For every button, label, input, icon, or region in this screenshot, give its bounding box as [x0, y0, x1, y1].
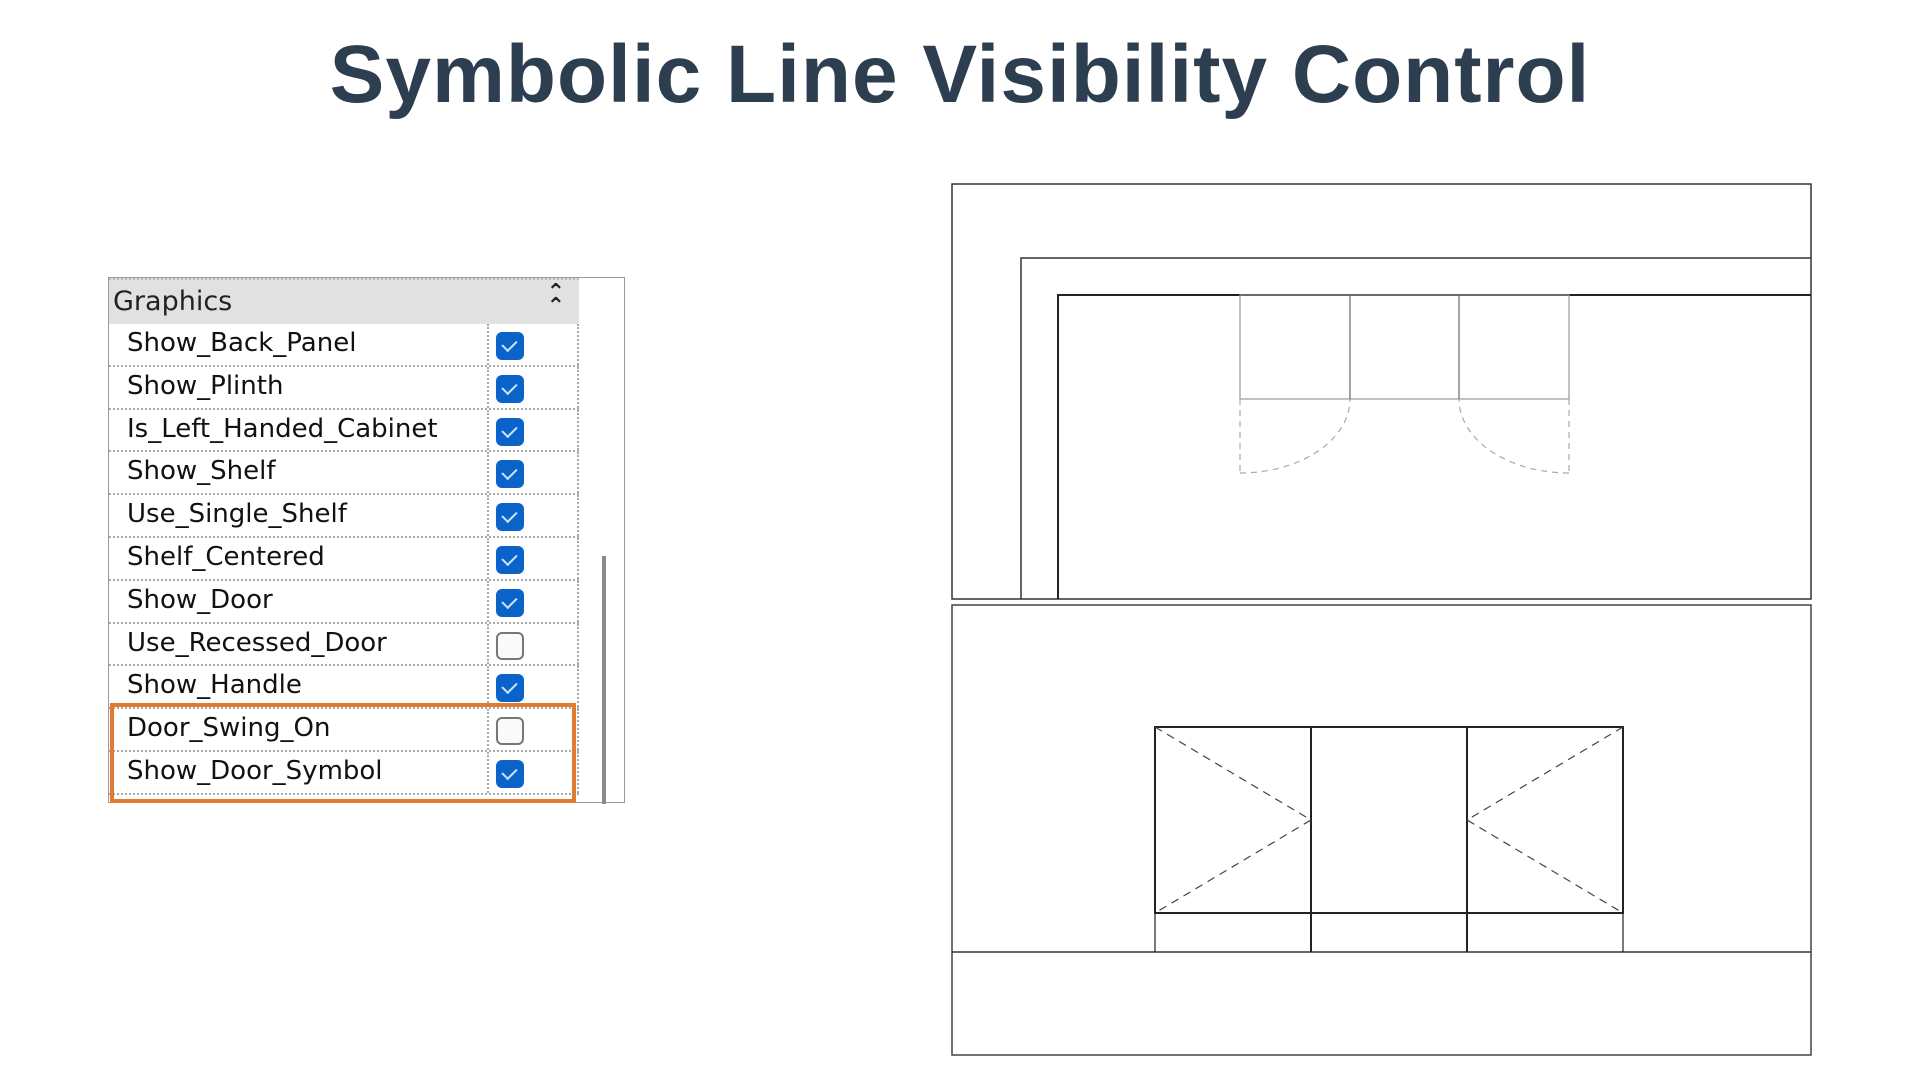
- checkbox[interactable]: [496, 631, 524, 660]
- parameter-label: Shelf_Centered: [127, 541, 325, 572]
- checkbox[interactable]: [496, 503, 524, 532]
- column-divider: [577, 751, 579, 793]
- column-divider: [577, 452, 579, 494]
- parameter-row-door-swing-on: Door_Swing_On: [109, 709, 579, 752]
- parameter-label: Use_Recessed_Door: [127, 627, 387, 658]
- column-divider: [577, 324, 579, 365]
- parameter-row-show-shelf: Show_Shelf: [109, 452, 579, 496]
- checkbox[interactable]: [496, 374, 524, 403]
- checkbox[interactable]: [496, 332, 524, 360]
- parameter-label: Show_Shelf: [127, 456, 276, 487]
- cabinet-elevation: [1154, 726, 1624, 952]
- parameter-label: Show_Handle: [127, 670, 302, 701]
- column-divider: [577, 709, 579, 750]
- page-title: Symbolic Line Visibility Control: [329, 29, 1591, 120]
- parameter-row-show-back-panel: Show_Back_Panel: [109, 324, 579, 367]
- column-divider: [577, 366, 579, 408]
- group-label: Graphics: [113, 286, 233, 317]
- checkbox[interactable]: [496, 417, 524, 446]
- column-divider: [487, 495, 489, 536]
- column-divider: [487, 324, 489, 365]
- checkbox[interactable]: [496, 588, 524, 617]
- checkbox[interactable]: [496, 717, 524, 746]
- checkbox[interactable]: [496, 545, 524, 574]
- column-divider: [577, 623, 579, 665]
- group-header-graphics[interactable]: Graphics ⌃⌃: [109, 278, 579, 324]
- parameter-label: Show_Plinth: [127, 370, 284, 401]
- column-divider: [577, 495, 579, 536]
- parameter-row-show-door: Show_Door: [109, 580, 579, 624]
- column-divider: [487, 751, 489, 793]
- door-swing-symbols: [1239, 398, 1570, 474]
- column-divider: [577, 666, 579, 708]
- highlight-box: [110, 703, 576, 803]
- checkbox[interactable]: [496, 460, 524, 489]
- column-divider: [487, 580, 489, 622]
- double-chevron-up-icon[interactable]: ⌃⌃: [546, 280, 565, 319]
- column-divider: [577, 409, 579, 451]
- checkbox[interactable]: [496, 674, 524, 703]
- column-divider: [577, 537, 579, 579]
- parameter-row-use-single-shelf: Use_Single_Shelf: [109, 495, 579, 538]
- parameter-row-use-recessed-door: Use_Recessed_Door: [109, 623, 579, 667]
- parameter-label: Show_Door_Symbol: [127, 755, 383, 786]
- parameter-row-show-handle: Show_Handle: [109, 666, 579, 710]
- parameter-label: Is_Left_Handed_Cabinet: [127, 413, 438, 444]
- parameter-row-is-left-handed-cabinet: Is_Left_Handed_Cabinet: [109, 409, 579, 453]
- column-divider: [487, 366, 489, 408]
- column-divider: [577, 580, 579, 622]
- plan-view: [951, 183, 1812, 600]
- parameter-row-show-plinth: Show_Plinth: [109, 366, 579, 410]
- elevation-view: [951, 604, 1812, 1056]
- checkbox[interactable]: [496, 759, 524, 788]
- column-divider: [487, 666, 489, 708]
- parameter-row-show-door-symbol: Show_Door_Symbol: [109, 751, 579, 795]
- column-divider: [487, 537, 489, 579]
- door-opening-symbols: [1154, 726, 1624, 914]
- parameter-label: Use_Single_Shelf: [127, 499, 347, 530]
- column-divider: [487, 409, 489, 451]
- parameter-label: Door_Swing_On: [127, 713, 331, 744]
- parameter-label: Show_Door: [127, 584, 273, 615]
- column-divider: [487, 709, 489, 750]
- cabinet-plan: [1239, 294, 1570, 400]
- column-divider: [487, 452, 489, 494]
- scrollbar[interactable]: [602, 556, 606, 804]
- parameter-row-shelf-centered: Shelf_Centered: [109, 537, 579, 581]
- parameter-label: Show_Back_Panel: [127, 328, 357, 358]
- column-divider: [487, 623, 489, 665]
